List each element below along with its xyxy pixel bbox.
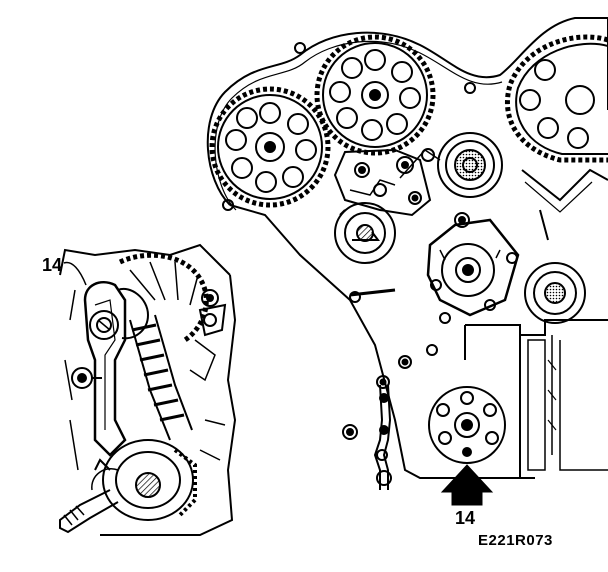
inset-tensioner-arm: [71, 281, 127, 457]
timing-cover-outline: [206, 17, 608, 479]
camshaft-sprocket-right: [504, 34, 608, 163]
inset-tensioner-pulley: [117, 287, 150, 340]
idler-pulley-upper: [437, 132, 503, 198]
inset-crank-pulley: [94, 439, 197, 521]
inset-callout-leader: [63, 261, 87, 286]
timing-mark-line: [349, 288, 396, 297]
inset-sprocket-top: [118, 252, 219, 343]
inset-adjust-tool: [59, 468, 119, 534]
figure-code: E221R073: [478, 532, 553, 549]
auxiliary-drive-housing: [426, 212, 520, 317]
tensioner-pulley: [334, 202, 396, 264]
dipstick-tube: [373, 384, 392, 490]
camshaft-sprocket-left: [209, 86, 331, 208]
crank-mark-arrow: [440, 464, 494, 506]
camshaft-sprocket-center: [314, 34, 436, 156]
chain-guide-right: [521, 168, 608, 202]
main-callout-label: 14: [455, 508, 476, 528]
upper-tensioner-bracket: [333, 148, 441, 217]
idler-pulley-right: [524, 262, 586, 324]
inset-callout-label: 14: [42, 255, 63, 275]
crankshaft-sprocket: [428, 386, 506, 464]
main-engine-view: [206, 17, 608, 490]
inset-tensioner-detail: [59, 243, 237, 536]
cover-bolt: [222, 199, 234, 211]
lower-block: [464, 319, 608, 478]
